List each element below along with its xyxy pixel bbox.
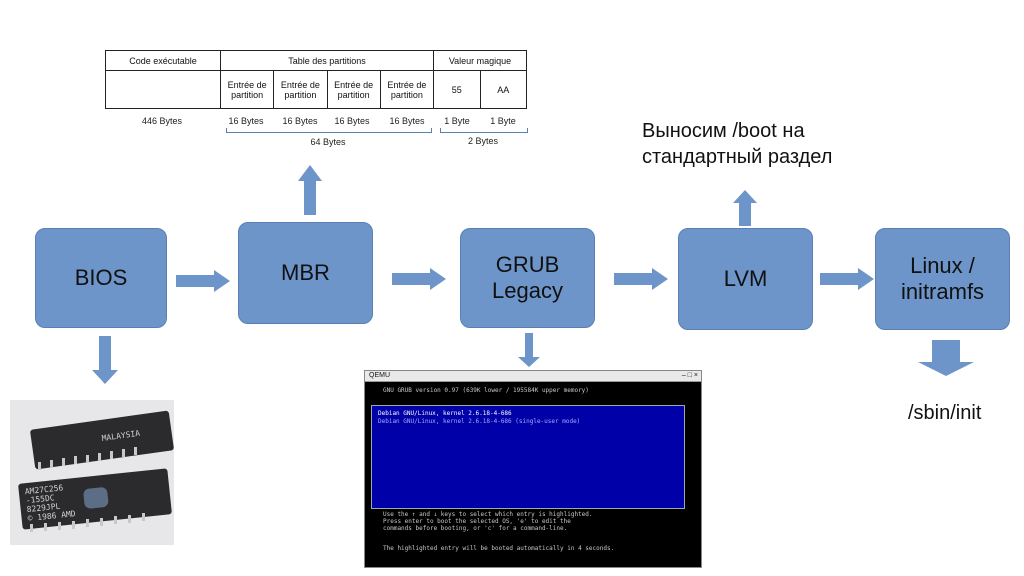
- executable-code-cell: [105, 70, 221, 109]
- linux-initramfs-box: Linux /initramfs: [875, 228, 1010, 330]
- qemu-title-bar: QEMU – □ ×: [365, 371, 701, 382]
- mbr-label: MBR: [281, 260, 330, 285]
- sbin-init-label: /sbin/init: [908, 402, 982, 424]
- size-label-entry-3: 16 Bytes: [334, 116, 370, 126]
- grub-version-header: GNU GRUB version 0.97 (639K lower / 1955…: [383, 387, 589, 394]
- size-label-2-bytes: 2 Bytes: [467, 136, 498, 146]
- brace-partition-table: [226, 128, 432, 133]
- qemu-window-controls: – □ ×: [681, 372, 698, 379]
- grub-countdown: The highlighted entry will be booted aut…: [383, 545, 615, 552]
- lvm-label: LVM: [723, 266, 768, 291]
- arrow-mbr-up: [298, 165, 322, 215]
- brace-magic-value: [440, 128, 528, 133]
- size-label-code: 446 Bytes: [141, 116, 183, 126]
- mbr-layout-table: Code exécutable Table des partitions Val…: [105, 50, 527, 109]
- lvm-box: LVM: [678, 228, 813, 330]
- mbr-box: MBR: [238, 222, 373, 324]
- grub-help-line-1: Use the ↑ and ↓ keys to select which ent…: [383, 511, 593, 518]
- size-label-entry-1: 16 Bytes: [228, 116, 264, 126]
- arrow-bios-down: [92, 336, 118, 384]
- linux-label-line2: initramfs: [900, 279, 985, 304]
- header-executable-code: Code exécutable: [105, 50, 221, 71]
- grub-help-line-2: Press enter to boot the selected OS, 'e'…: [383, 518, 571, 525]
- bios-label: BIOS: [74, 265, 128, 290]
- arrow-mbr-to-grub: [392, 268, 446, 290]
- magic-byte-55: 55: [433, 70, 481, 109]
- grub-entry-single-user: Debian GNU/Linux, kernel 2.6.18-4-686 (s…: [378, 418, 581, 425]
- grub-label-line1: GRUB: [495, 252, 560, 277]
- header-magic-value: Valeur magique: [433, 50, 527, 71]
- arrow-grub-down: [518, 333, 540, 367]
- arrow-linux-down: [918, 340, 974, 376]
- magic-byte-aa: AA: [479, 70, 527, 109]
- arrow-lvm-to-linux: [820, 268, 874, 290]
- header-partition-table: Table des partitions: [220, 50, 434, 71]
- size-label-magic-2: 1 Byte: [490, 116, 516, 126]
- size-label-entry-2: 16 Bytes: [282, 116, 318, 126]
- grub-entry-selected: Debian GNU/Linux, kernel 2.6.18-4-686: [378, 410, 512, 417]
- eprom-uv-window: [82, 486, 109, 510]
- grub-help-line-3: commands before booting, or 'c' for a co…: [383, 525, 568, 532]
- arrow-grub-to-lvm: [614, 268, 668, 290]
- bios-box: BIOS: [35, 228, 167, 328]
- arrow-lvm-up: [733, 190, 757, 226]
- grub-label-line2: Legacy: [492, 278, 563, 303]
- qemu-title: QEMU: [369, 372, 390, 379]
- size-label-magic-1: 1 Byte: [444, 116, 470, 126]
- arrow-bios-to-mbr: [176, 270, 230, 292]
- linux-label-line1: Linux /: [910, 253, 975, 278]
- size-label-entry-4: 16 Bytes: [389, 116, 425, 126]
- qemu-grub-screenshot: QEMU – □ × GNU GRUB version 0.97 (639K l…: [364, 370, 702, 568]
- size-label-64-bytes: 64 Bytes: [310, 137, 346, 147]
- grub-menu-frame: Debian GNU/Linux, kernel 2.6.18-4-686 De…: [371, 405, 685, 509]
